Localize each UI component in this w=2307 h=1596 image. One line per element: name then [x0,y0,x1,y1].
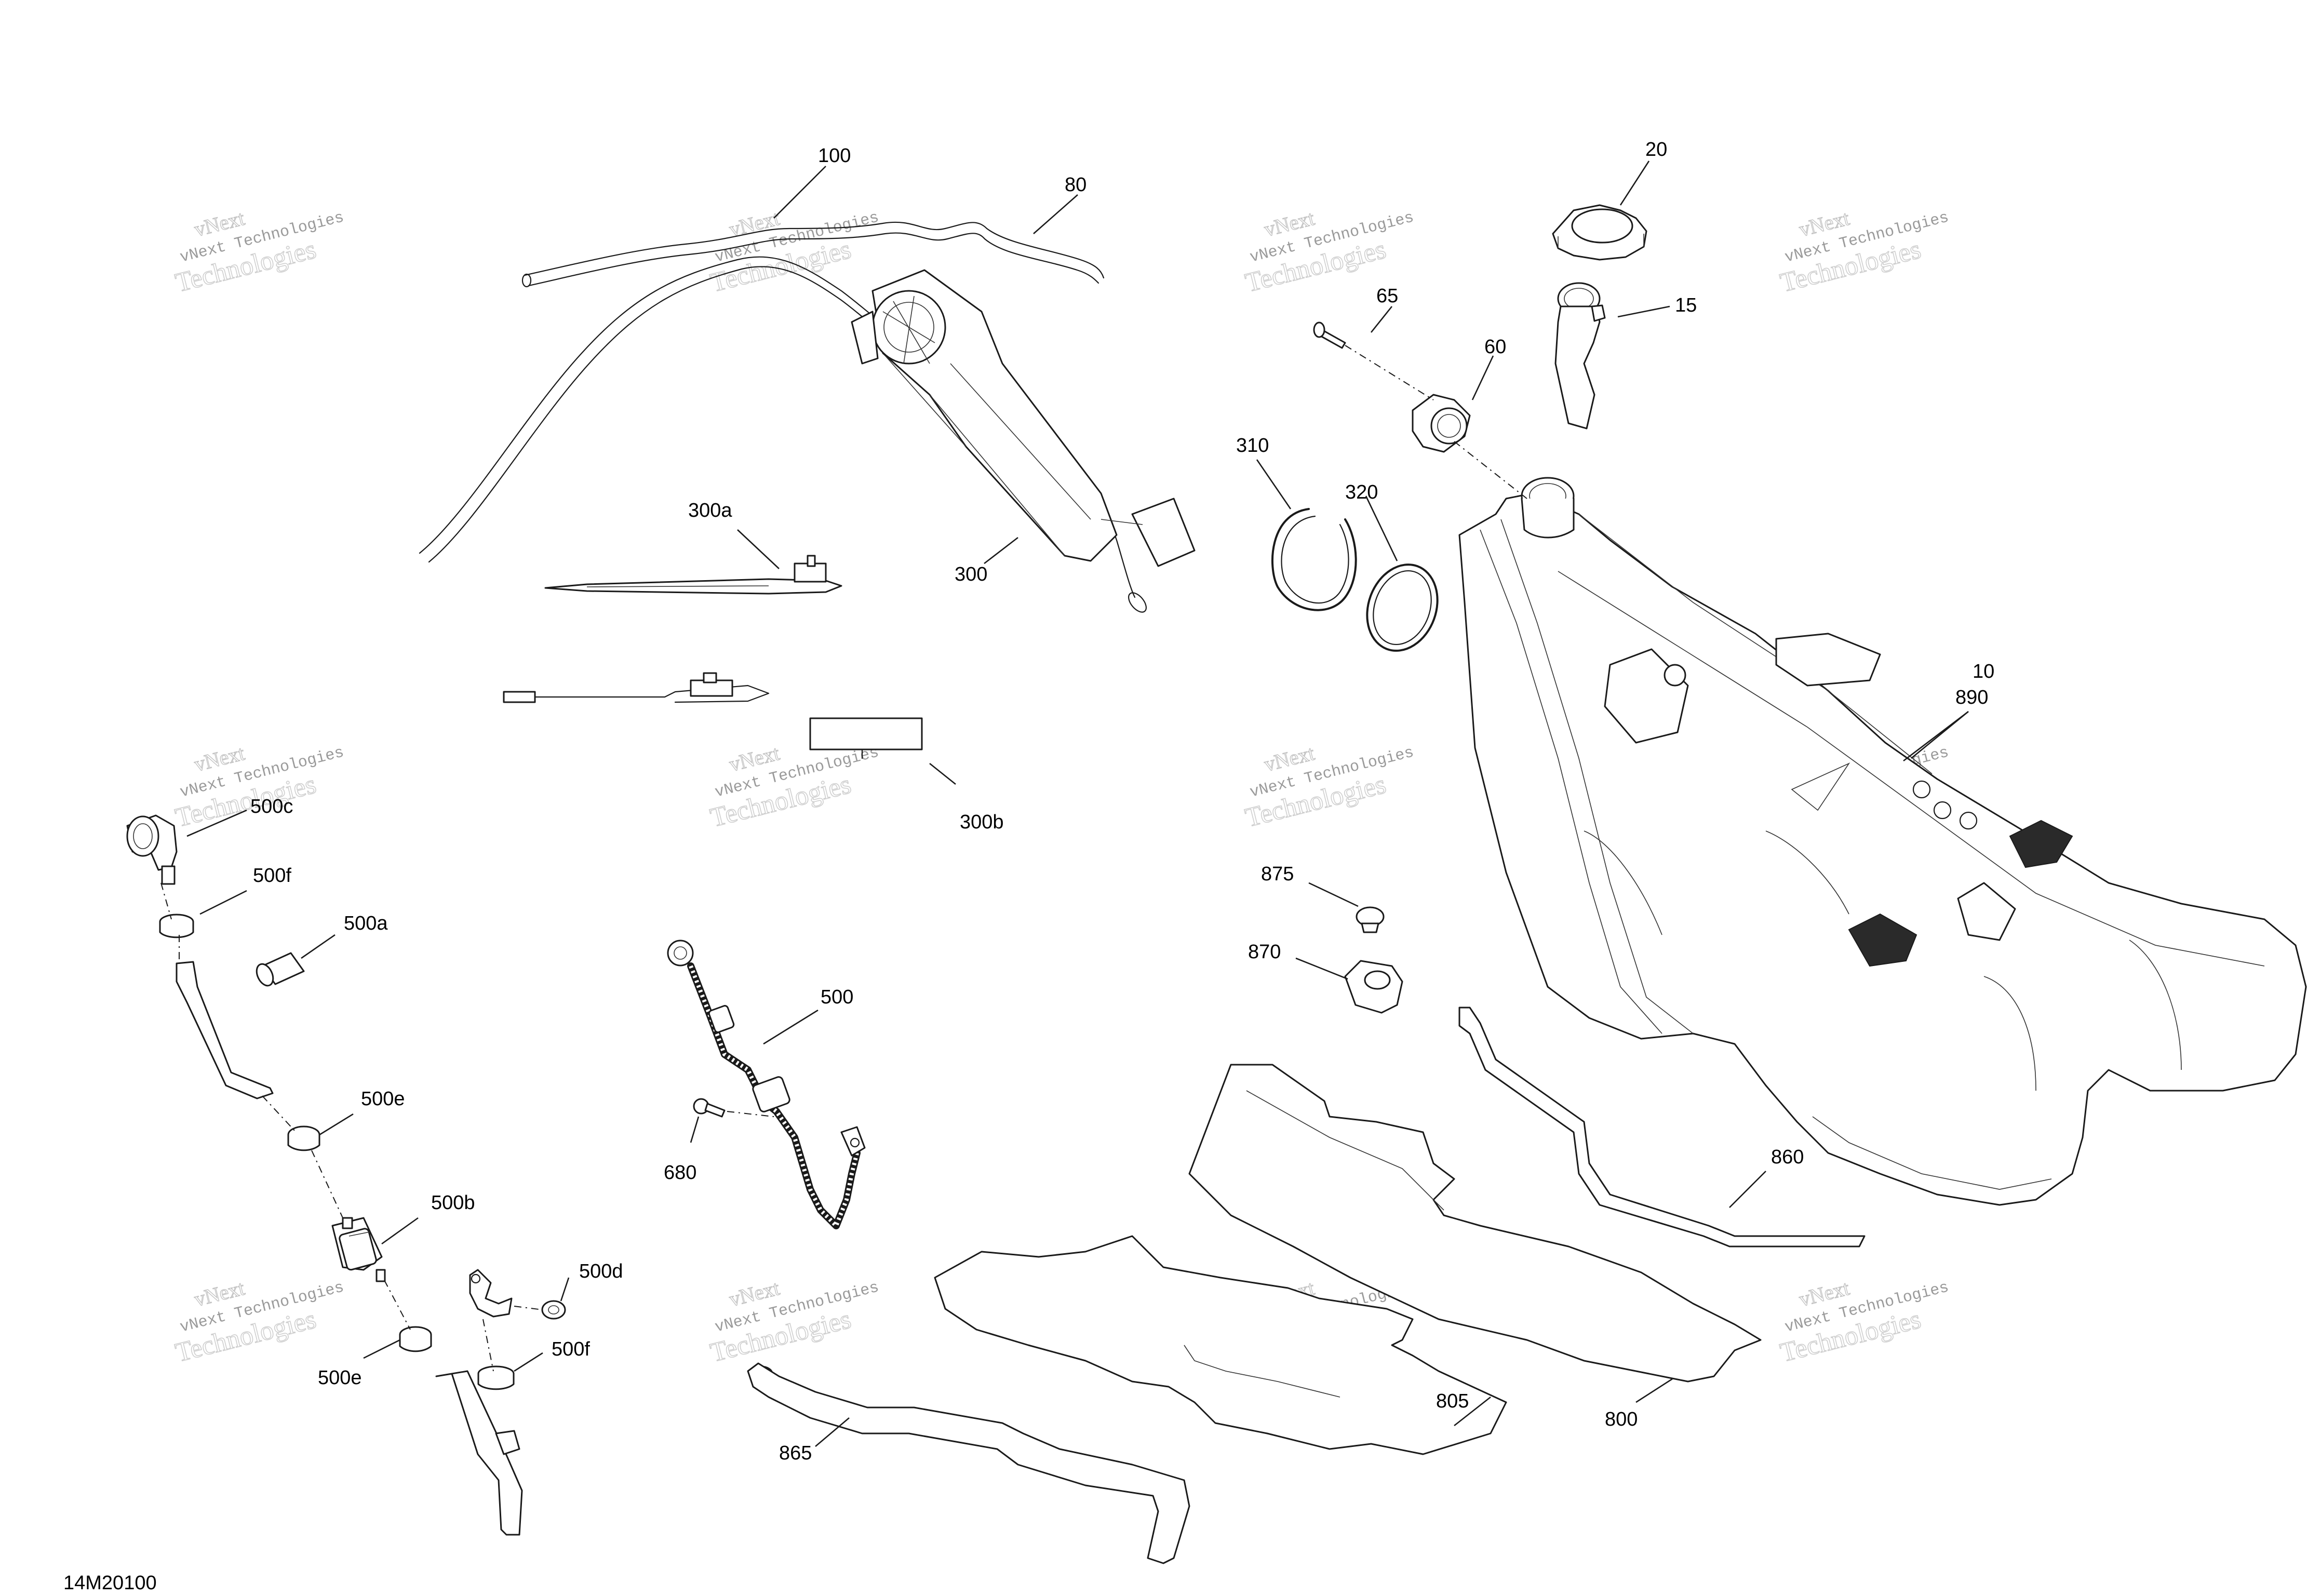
strap-865[interactable] [747,1362,1190,1564]
retaining-ring-310[interactable] [1271,508,1357,611]
callout-320: 320 [1345,481,1378,503]
callout-865: 865 [779,1442,812,1464]
hose-segment-lower[interactable] [435,1370,523,1536]
callout-310: 310 [1236,435,1269,457]
fuel-cap-20[interactable] [1552,204,1647,261]
clamp-500f-bottom[interactable] [477,1365,515,1390]
callout-890: 890 [1955,687,1988,708]
hose-segment-upper[interactable] [176,961,274,1099]
watermark: vNext vNext Technologies Technologies [172,206,346,298]
filler-neck-15[interactable] [1554,282,1606,430]
pad-870[interactable] [1344,960,1403,1014]
inline-filter-500b[interactable] [331,1217,386,1282]
callout-10: 10 [1973,661,1994,682]
diagram-id: 14M20100 [63,1572,157,1594]
watermark: vNext vNext Technologies Technologies [172,1276,346,1368]
callout-500d: 500d [579,1260,623,1282]
watermark: vNext vNext Technologies Technologies [1242,206,1416,298]
strap-860[interactable] [1458,1007,1866,1248]
elbow-fitting-500c[interactable] [126,814,178,885]
fuel-level-sender-300b[interactable] [503,672,923,759]
watermark: vNext vNext Technologies Technologies [707,1276,881,1368]
sleeve-500a[interactable] [253,952,305,988]
fuel-tank-10[interactable] [1458,477,2307,1206]
callout-500: 500 [821,986,853,1008]
callout-870: 870 [1248,941,1281,963]
fuel-pump-module-300[interactable] [851,269,1196,567]
callout-500f-bottom: 500f [552,1338,590,1360]
callout-800: 800 [1605,1409,1638,1430]
heat-shield-805[interactable] [934,1235,1507,1455]
vent-valve-60[interactable] [1412,394,1471,453]
fitting-500d[interactable] [469,1269,566,1320]
callout-15: 15 [1675,294,1697,316]
fuel-hose-assembly-500[interactable] [667,940,866,1230]
clamp-500f-top[interactable] [159,914,194,938]
callout-875: 875 [1261,863,1294,885]
callout-80: 80 [1065,174,1087,196]
callout-500f-top: 500f [253,865,291,887]
callout-300b: 300b [960,811,1004,833]
clamp-500e-bottom[interactable] [399,1326,432,1352]
callout-65: 65 [1376,285,1398,307]
clamp-500e-top[interactable] [287,1125,320,1151]
callout-60: 60 [1484,336,1506,358]
callout-680: 680 [664,1162,696,1184]
screw-65[interactable] [1313,321,1346,349]
callout-300a: 300a [688,500,732,521]
callout-500a: 500a [344,913,388,934]
callout-500e-top: 500e [361,1088,405,1110]
grommet-875[interactable] [1356,906,1385,933]
callout-100: 100 [818,145,851,167]
watermark: vNext vNext Technologies Technologies [1777,206,1951,298]
watermark: vNext vNext Technologies Technologies [1777,1276,1951,1368]
sender-rod-300a[interactable] [544,555,842,595]
callout-500b: 500b [431,1192,475,1214]
callout-860: 860 [1771,1146,1804,1168]
callout-500e-bottom: 500e [318,1367,362,1389]
o-ring-320[interactable] [1356,555,1449,661]
leader-lines [186,160,1969,1447]
heat-shield-800[interactable] [1188,1064,1762,1383]
callout-500c: 500c [250,796,293,817]
bolt-680[interactable] [693,1098,726,1118]
assembly-lines [160,345,1527,1372]
callout-labels: 100 80 20 15 65 60 310 320 300a 300 300b… [250,139,1994,1464]
fuel-line-80[interactable] [521,221,1105,288]
callout-20: 20 [1645,139,1667,160]
callout-805: 805 [1436,1390,1469,1412]
watermark: vNext vNext Technologies Technologies [1242,741,1416,833]
callout-300: 300 [955,564,987,585]
